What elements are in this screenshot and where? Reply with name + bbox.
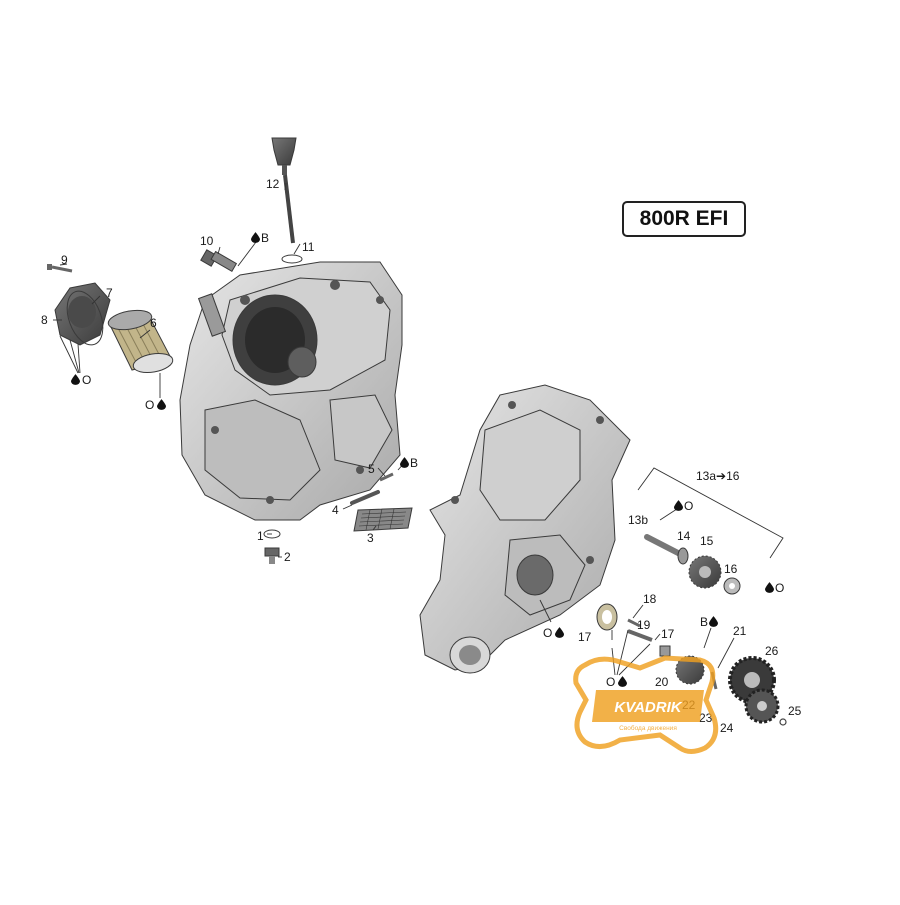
key-17 [659,645,671,657]
callout-24: 24 [720,721,734,735]
callouts: 1 2 3 4 5 6 7 8 9 10 11 12 13a➔16 13b 14… [41,177,802,735]
group-bracket [637,467,784,559]
pump-gear-22 [675,655,705,685]
crankcase-left-half [179,261,403,521]
model-label-box: 800R EFI [622,201,746,237]
oil-drop-icon [709,616,718,627]
lube-marks: B B O O O O O B O [71,231,784,689]
oil-drop-icon [251,232,260,243]
sensor-10 [200,249,238,273]
kvadrik-watermark-logo: KVADRIK Свобода движения [573,655,719,754]
crankcase-right-half [419,384,631,674]
callout-4: 4 [332,503,339,517]
pin-18 [627,618,641,628]
oil-strainer [353,507,413,532]
callout-9: 9 [61,253,68,267]
lube-b-21: B [700,615,708,629]
callout-26: 26 [765,644,779,658]
washer-16 [723,577,741,595]
callout-21: 21 [733,624,747,638]
oil-drop-icon [618,676,627,687]
callout-15: 15 [700,534,714,548]
callout-2: 2 [284,550,291,564]
o-ring-7 [66,290,104,346]
lube-o-16: O [775,581,784,595]
callout-11: 11 [302,240,315,254]
callout-13b: 13b [628,513,648,527]
callout-10: 10 [200,234,214,248]
callout-6: 6 [150,316,157,330]
lube-o-19: O [606,675,615,689]
callout-19: 19 [637,618,651,632]
oil-filter [107,309,174,374]
callout-7: 7 [106,286,113,300]
o-ring-11 [281,254,303,264]
washer-1 [263,529,281,539]
callout-18: 18 [643,592,657,606]
oil-drop-icon [555,627,564,638]
callout-23: 23 [699,711,713,725]
shaft-19 [627,629,653,642]
lube-o-14: O [684,499,693,513]
callout-1: 1 [257,529,264,543]
bolt-9 [47,264,73,273]
callout-14: 14 [677,529,691,543]
oil-drop-icon [765,582,774,593]
washer-14 [677,547,689,565]
lube-o-case: O [543,626,552,640]
screw-5 [379,472,394,482]
gear-15 [688,555,722,589]
oil-drop-icon [674,500,683,511]
callout-16: 16 [724,562,738,576]
drain-plug-2 [264,547,280,564]
lube-b-10: B [261,231,269,245]
lube-b-5: B [410,456,418,470]
oil-drop-icon [71,374,80,385]
pin-4 [350,490,380,505]
callout-5: 5 [368,462,375,476]
lube-o-8: O [82,373,91,387]
shaft-13b [644,534,683,557]
callout-20: 20 [655,675,669,689]
svg-text:Свобода движения: Свобода движения [619,724,677,732]
svg-text:KVADRIK: KVADRIK [614,699,682,716]
callout-17-key: 17 [661,627,675,641]
callout-12: 12 [266,177,280,191]
oil-drop-icon [400,457,409,468]
lube-o-6: O [145,398,154,412]
bearing-17 [596,603,618,631]
oil-drop-icon [157,399,166,410]
clip-25 [779,718,787,726]
callout-13a-16: 13a➔16 [696,469,740,483]
sprocket-24 [744,688,780,724]
leader-lines [53,182,735,676]
model-label: 800R EFI [639,207,729,230]
callout-3: 3 [367,531,374,545]
callout-17-bearing: 17 [578,630,592,644]
callout-8: 8 [41,313,48,327]
callout-25: 25 [788,704,802,718]
dipstick [271,137,297,244]
